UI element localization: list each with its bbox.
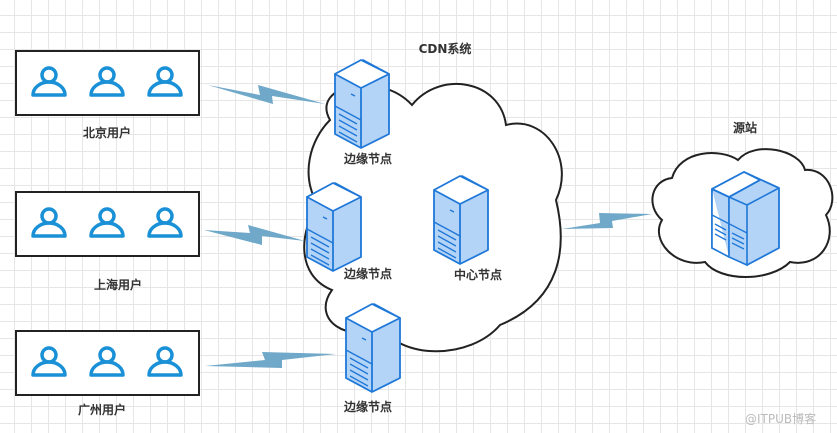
user-group-label: 上海用户 [93,278,143,292]
link-beijing-edge [208,85,325,104]
edge-node-label: 边缘节点 [343,400,393,414]
edge-node-label: 边缘节点 [343,267,393,281]
center-node-label: 中心节点 [453,268,503,282]
user-group-beijing [15,50,200,116]
edge-server-icon [345,303,401,393]
link-shanghai-edge [204,225,305,245]
link-guangzhou-edge [205,352,336,368]
user-group-label: 北京用户 [82,126,132,140]
cdn-system-title: CDN系统 [418,42,472,56]
user-group-shanghai [15,191,200,257]
edge-server-icon [306,182,362,272]
edge-node-label: 边缘节点 [343,152,393,166]
user-group-label: 广州用户 [77,403,127,417]
center-server-icon [433,175,489,265]
watermark: @ITPUB博客 [745,412,817,426]
link-cdn-origin [562,213,652,229]
cdn-cloud [303,83,563,353]
user-group-guangzhou [15,330,200,396]
edge-server-icon [334,59,390,149]
origin-server-icon [711,171,780,267]
origin-label: 源站 [732,121,758,135]
